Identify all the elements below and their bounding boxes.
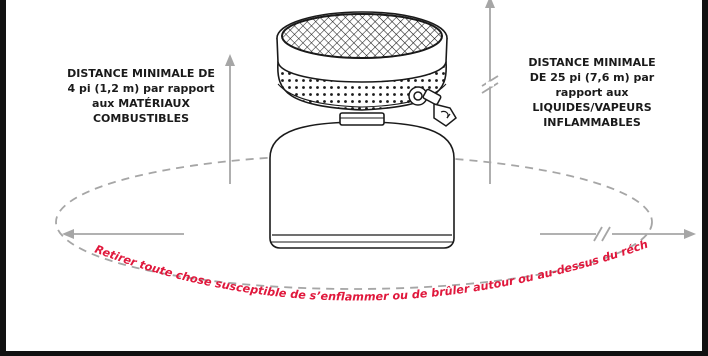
flammable-clearance-note: DISTANCE MINIMALE DE 25 pi (7,6 m) par r… [518, 55, 666, 130]
combustible-clearance-note: DISTANCE MINIMALE DE 4 pi (1,2 m) par ra… [56, 66, 226, 126]
right-vertical-break-icon [481, 75, 499, 94]
left-note-line-3: aux MATÉRIAUX [92, 97, 190, 110]
right-note-line-2: DE 25 pi (7,6 m) par [529, 71, 655, 84]
stove-burner [276, 11, 448, 111]
right-note-line-1: DISTANCE MINIMALE [528, 56, 656, 69]
clearance-boundary [55, 154, 653, 290]
right-note-line-3: rapport aux [555, 86, 629, 99]
right-note-line-5: INFLAMMABLES [543, 116, 641, 129]
left-note-line-4: COMBUSTIBLES [92, 112, 190, 125]
control-knob-icon [408, 86, 457, 127]
left-note-line-1: DISTANCE MINIMALE DE [67, 67, 215, 80]
right-horizontal-break-icon [593, 226, 612, 242]
left-note-line-2: 4 pi (1,2 m) par rapport [67, 82, 215, 95]
gas-canister [269, 112, 455, 249]
stove-clearance-diagram: Retirer toute chose susceptible de s’enf… [6, 0, 696, 304]
right-note-line-4: LIQUIDES/VAPEURS [532, 101, 652, 114]
